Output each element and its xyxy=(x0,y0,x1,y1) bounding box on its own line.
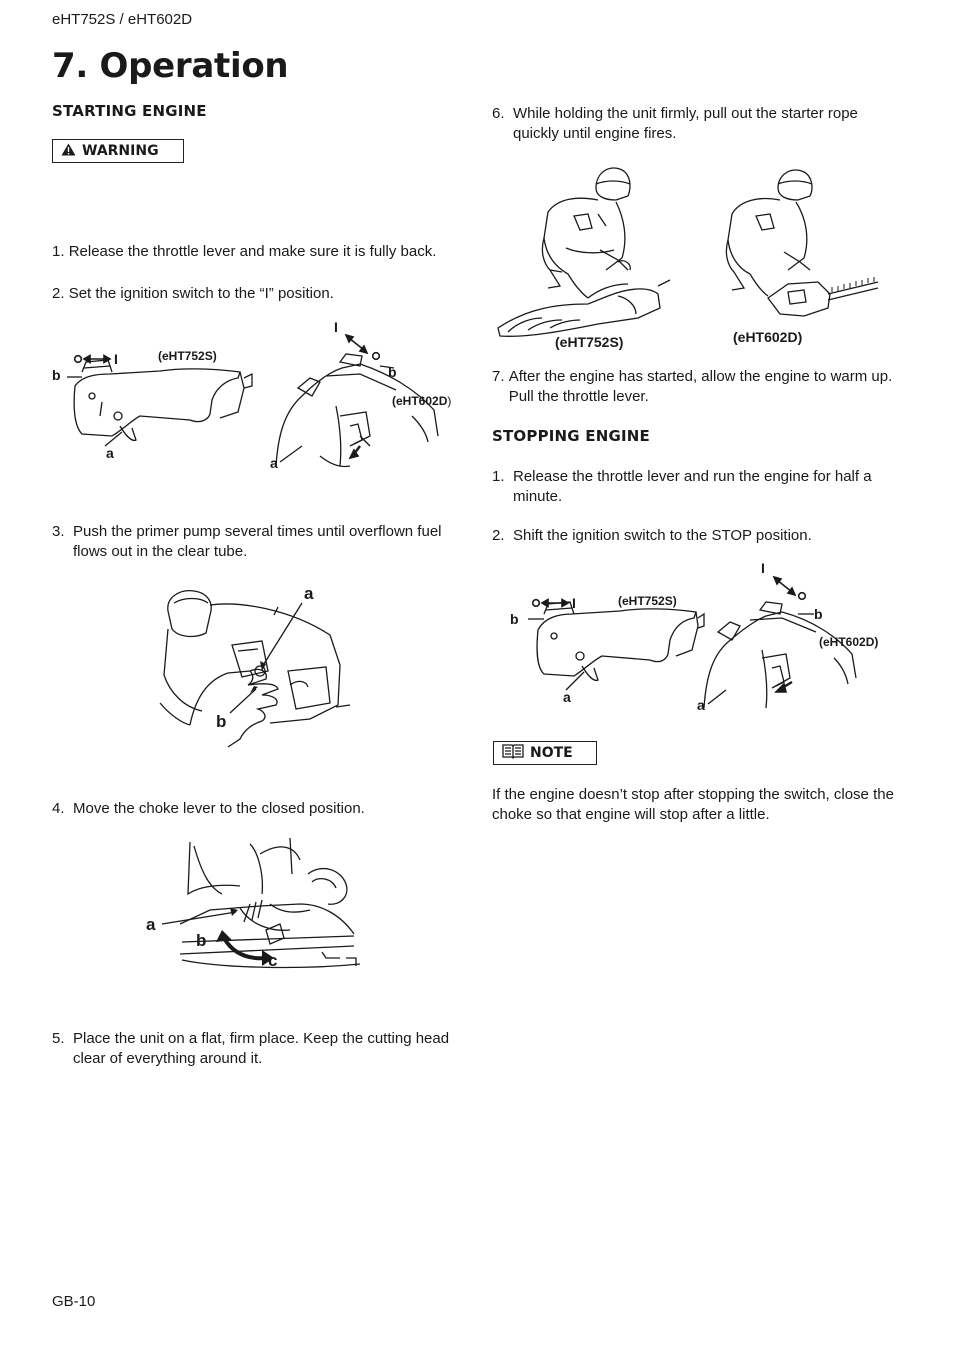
start-step-3: 3. Push the primer pump several times unt… xyxy=(52,522,467,562)
choke-label-b: b xyxy=(196,931,206,950)
start-step-7: 7. After the engine has started, allow t… xyxy=(492,367,912,407)
stop-step-1: 1. Release the throttle lever and run the… xyxy=(492,467,907,507)
primer-pump-figure: a b xyxy=(159,584,351,748)
switch-label-b-s: b xyxy=(52,367,61,383)
stop-step-2: 2. Shift the ignition switch to the STOP … xyxy=(492,526,907,546)
step-number: 1. xyxy=(52,243,65,260)
note-text: If the engine doesn’t stop after stoppin… xyxy=(492,786,894,823)
switch-label-b-d: b xyxy=(388,364,397,380)
step-number: 3. xyxy=(52,523,65,540)
stop-model-d: (eHT602D) xyxy=(819,635,878,649)
choke-lever-figure: a b c xyxy=(146,837,361,970)
step-text: Place the unit on a flat, firm place. Ke… xyxy=(73,1030,450,1067)
note-badge: NOTE xyxy=(493,741,597,765)
stop-model-s: (eHT752S) xyxy=(618,594,677,608)
stop-label-b-s: b xyxy=(510,611,519,627)
starting-engine-heading: STARTING ENGINE xyxy=(52,102,207,120)
step-number: 7. xyxy=(492,368,505,385)
note-book-icon xyxy=(502,743,524,763)
step-number: 4. xyxy=(52,800,65,817)
switch-model-d: (eHT602D) xyxy=(392,394,451,408)
start-step-2: 2. Set the ignition switch to the “I” po… xyxy=(52,284,467,304)
step-text: Shift the ignition switch to the STOP po… xyxy=(513,527,812,544)
page-title: 7. Operation xyxy=(52,46,289,86)
step-text: Set the ignition switch to the “I” posit… xyxy=(68,285,334,302)
step-text: Release the throttle lever and run the e… xyxy=(513,468,872,505)
warning-triangle-icon xyxy=(61,143,76,160)
stop-switch-figure: I b a (eHT752S) I b (eHT602D) a xyxy=(510,560,878,713)
starter-model-s: (eHT752S) xyxy=(555,334,623,350)
stopping-engine-heading: STOPPING ENGINE xyxy=(492,427,650,445)
step-number: 6. xyxy=(492,105,505,122)
start-step-1: 1. Release the throttle lever and make s… xyxy=(52,242,467,262)
primer-label-a: a xyxy=(304,584,314,603)
switch-label-a-d: a xyxy=(270,455,278,471)
stop-label-i-d: I xyxy=(761,560,765,576)
switch-label-i-d: I xyxy=(334,319,338,335)
choke-label-c: c xyxy=(268,951,277,970)
ignition-switch-figure: I b a (eHT752S) I b (eHT602D) a xyxy=(52,319,451,471)
stop-label-i-s: I xyxy=(572,595,576,611)
switch-label-a-s: a xyxy=(106,445,114,461)
switch-label-i-s: I xyxy=(114,351,118,367)
stop-label-a-s: a xyxy=(563,689,571,705)
starter-rope-figure: (eHT752S) (eHT602D) xyxy=(497,167,879,350)
note-label: NOTE xyxy=(530,745,573,761)
primer-label-b: b xyxy=(216,712,226,731)
step-number: 1. xyxy=(492,468,505,485)
step-number: 5. xyxy=(52,1030,65,1047)
start-step-6: 6. While holding the unit firmly, pull ou… xyxy=(492,104,907,144)
step-text: After the engine has started, allow the … xyxy=(508,368,893,405)
switch-model-s: (eHT752S) xyxy=(158,349,217,363)
model-header: eHT752S / eHT602D xyxy=(52,11,193,28)
start-step-5: 5. Place the unit on a flat, firm place. … xyxy=(52,1029,467,1069)
stop-label-b-d: b xyxy=(814,606,823,622)
page-number: GB-10 xyxy=(52,1293,96,1310)
warning-badge: WARNING xyxy=(52,139,184,163)
warning-label: WARNING xyxy=(82,143,159,159)
step-number: 2. xyxy=(52,285,65,302)
stop-label-a-d: a xyxy=(697,697,705,713)
starter-model-d: (eHT602D) xyxy=(733,329,802,345)
step-text: While holding the unit firmly, pull out … xyxy=(513,105,858,142)
step-number: 2. xyxy=(492,527,505,544)
start-step-4: 4. Move the choke lever to the closed pos… xyxy=(52,799,467,819)
choke-label-a: a xyxy=(146,915,156,934)
step-text: Push the primer pump several times until… xyxy=(73,523,442,560)
step-text: Release the throttle lever and make sure… xyxy=(68,243,437,260)
step-text: Move the choke lever to the closed posit… xyxy=(73,800,365,817)
